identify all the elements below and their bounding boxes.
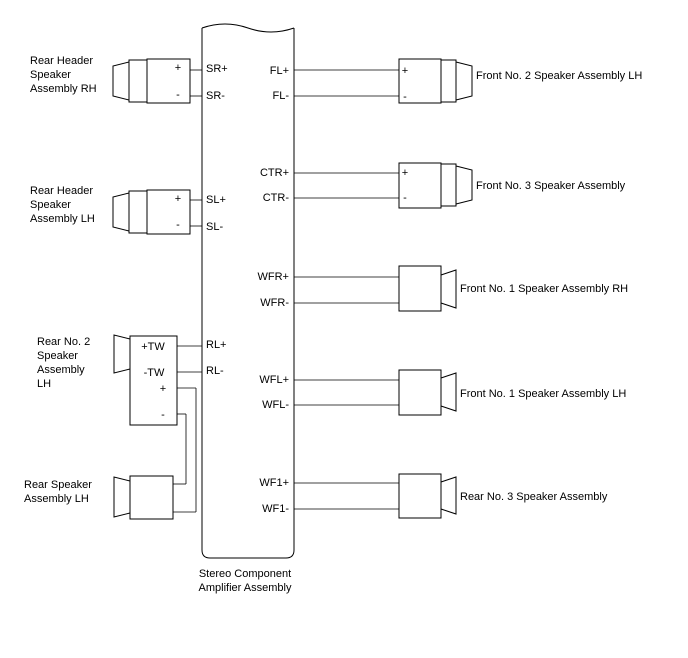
rear-no2-label-1: Rear No. 2 bbox=[37, 336, 90, 348]
rear-header-rh-label-1: Rear Header bbox=[30, 55, 93, 67]
front-no3-plus: + bbox=[402, 167, 408, 179]
rear-header-rh-label-3: Assembly RH bbox=[30, 83, 97, 95]
rear-header-speaker-lh bbox=[112, 189, 202, 235]
pin-wf1-plus: WF1+ bbox=[259, 477, 289, 489]
front-no1-rh-label: Front No. 1 Speaker Assembly RH bbox=[460, 283, 628, 295]
rear-no2-plus: + bbox=[160, 383, 166, 395]
rear-speaker-lh-label-1: Rear Speaker bbox=[24, 479, 92, 491]
amplifier-label-line2: Amplifier Assembly bbox=[199, 582, 292, 594]
rear-header-lh-label-3: Assembly LH bbox=[30, 213, 95, 225]
front-no2-label: Front No. 2 Speaker Assembly LH bbox=[476, 70, 642, 82]
rear-header-lh-minus: - bbox=[176, 219, 180, 231]
front-no3-minus: - bbox=[403, 192, 407, 204]
pin-ctr-plus: CTR+ bbox=[260, 167, 289, 179]
front-no3-label: Front No. 3 Speaker Assembly bbox=[476, 180, 626, 192]
pin-ctr-minus: CTR- bbox=[263, 192, 290, 204]
pin-wfr-minus: WFR- bbox=[260, 297, 289, 309]
rear-no2-tw-plus: +TW bbox=[141, 341, 165, 353]
front-no3-speaker bbox=[294, 162, 473, 209]
pin-fl-plus: FL+ bbox=[270, 65, 289, 77]
rear-no2-speaker-lh bbox=[113, 334, 202, 512]
front-no2-minus: - bbox=[403, 91, 407, 103]
pin-sl-plus: SL+ bbox=[206, 194, 226, 206]
front-no2-speaker-lh bbox=[294, 58, 473, 104]
pin-fl-minus: FL- bbox=[273, 90, 290, 102]
pin-wfl-plus: WFL+ bbox=[259, 374, 289, 386]
rear-no2-label-2: Speaker bbox=[37, 350, 78, 362]
pin-wf1-minus: WF1- bbox=[262, 503, 289, 515]
amplifier-label-line1: Stereo Component bbox=[199, 568, 291, 580]
front-no2-plus: + bbox=[402, 65, 408, 77]
amplifier-body bbox=[201, 23, 295, 559]
pin-sr-minus: SR- bbox=[206, 90, 225, 102]
pin-rl-minus: RL- bbox=[206, 365, 224, 377]
rear-header-lh-label-1: Rear Header bbox=[30, 185, 93, 197]
front-no1-speaker-rh bbox=[294, 265, 457, 312]
rear-no2-label-4: LH bbox=[37, 378, 51, 390]
pin-sl-minus: SL- bbox=[206, 221, 223, 233]
front-no1-speaker-lh bbox=[294, 369, 457, 416]
front-no1-lh-label: Front No. 1 Speaker Assembly LH bbox=[460, 388, 626, 400]
rear-speaker-lh bbox=[113, 475, 196, 520]
rear-header-rh-plus: + bbox=[175, 62, 181, 74]
pin-wfr-plus: WFR+ bbox=[258, 271, 289, 283]
rear-no2-label-3: Assembly bbox=[37, 364, 85, 376]
rear-header-lh-plus: + bbox=[175, 193, 181, 205]
rear-no2-tw-minus: -TW bbox=[144, 367, 165, 379]
rear-no3-label: Rear No. 3 Speaker Assembly bbox=[460, 491, 608, 503]
pin-rl-plus: RL+ bbox=[206, 339, 227, 351]
pin-sr-plus: SR+ bbox=[206, 63, 228, 75]
pin-wfl-minus: WFL- bbox=[262, 399, 289, 411]
rear-header-rh-label-2: Speaker bbox=[30, 69, 71, 81]
rear-header-rh-minus: - bbox=[176, 89, 180, 101]
rear-header-lh-label-2: Speaker bbox=[30, 199, 71, 211]
rear-speaker-lh-label-2: Assembly LH bbox=[24, 493, 89, 505]
rear-no2-minus: - bbox=[161, 409, 165, 421]
rear-header-speaker-rh bbox=[112, 58, 202, 104]
rear-no3-speaker bbox=[294, 473, 457, 519]
